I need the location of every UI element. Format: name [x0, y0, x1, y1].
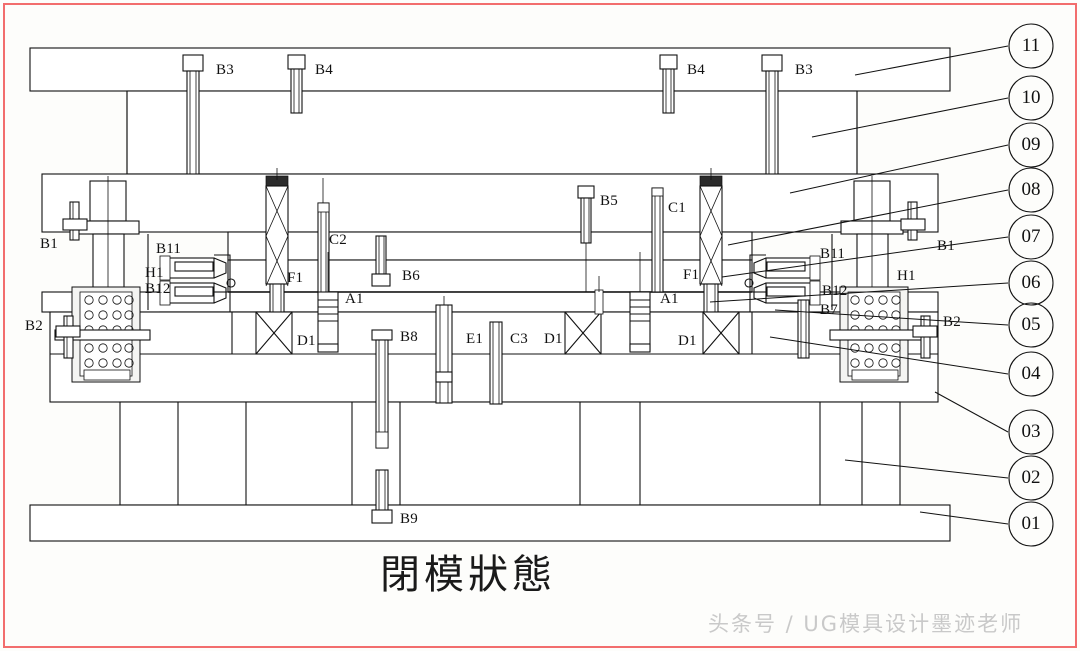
part-label-f1-13: F1 — [683, 267, 700, 283]
part-label-b5-4: B5 — [600, 193, 618, 209]
callout-balloon-10[interactable]: 10 — [1021, 87, 1041, 108]
cavity-plate — [41, 173, 939, 233]
part-label-h1-16: H1 — [897, 268, 916, 284]
callout-balloon-06[interactable]: 06 — [1021, 272, 1041, 293]
part-label-b2-22: B2 — [943, 314, 961, 330]
part-label-a1-20: A1 — [660, 291, 679, 307]
upper-backing-plate — [126, 90, 858, 175]
bolt-b9 — [371, 469, 393, 524]
callout-balloon-09[interactable]: 09 — [1021, 134, 1041, 155]
part-label-b11-7: B11 — [156, 241, 182, 257]
drawing-title: 閉模狀態 — [380, 552, 556, 598]
spacer-blocks — [119, 401, 901, 506]
bolt-b4-right — [659, 54, 678, 114]
part-label-b8-24: B8 — [400, 329, 418, 345]
callout-balloon-01[interactable]: 01 — [1021, 513, 1041, 534]
center-pin — [594, 276, 604, 315]
part-label-d1-28: D1 — [678, 333, 697, 349]
part-label-b2-21: B2 — [25, 318, 43, 334]
ejector-sleeve-a1-left — [317, 252, 339, 353]
callout-balloon-11[interactable]: 11 — [1021, 35, 1041, 56]
part-label-b11-14: B11 — [820, 246, 846, 262]
callout-balloon-07[interactable]: 07 — [1021, 226, 1041, 247]
part-label-d1-23: D1 — [297, 333, 316, 349]
bolt-b4-left — [287, 54, 306, 114]
part-label-b7-18: B7 — [820, 302, 838, 318]
part-label-d1-27: D1 — [544, 331, 563, 347]
guide-pin-c1 — [651, 187, 664, 293]
part-label-h1-9: H1 — [145, 265, 164, 281]
ejector-box-d1-1 — [255, 311, 293, 355]
part-label-b3-0: B3 — [216, 62, 234, 78]
ejector-box-d1-2 — [564, 311, 602, 355]
callout-balloon-02[interactable]: 02 — [1021, 467, 1041, 488]
bolt-b6 — [371, 235, 391, 287]
part-label-b12-10: B12 — [145, 281, 171, 297]
bolt-b8 — [371, 329, 393, 449]
ejector-sleeve-a1-right — [629, 252, 651, 353]
slide-assembly-left — [54, 176, 236, 383]
part-label-b1-6: B1 — [40, 236, 58, 252]
callout-balloon-05[interactable]: 05 — [1021, 314, 1041, 335]
part-label-f1-11: F1 — [287, 270, 304, 286]
part-label-c3-26: C3 — [510, 331, 528, 347]
part-label-a1-19: A1 — [345, 291, 364, 307]
bottom-clamping-plate — [29, 504, 951, 542]
part-label-b1-15: B1 — [937, 238, 955, 254]
sprue-bush-f1-left — [265, 168, 289, 313]
part-label-e1-25: E1 — [466, 331, 484, 347]
part-label-c1-5: C1 — [668, 200, 686, 216]
callout-leaders — [709, 23, 1054, 547]
ejector-box-d1-3 — [702, 311, 740, 355]
slide-assembly-right — [744, 176, 938, 383]
watermark-text: 头条号 / UG模具设计墨迹老师 — [708, 612, 1024, 636]
ejector-pin-e1 — [435, 296, 453, 404]
guide-c3 — [489, 321, 503, 405]
callout-balloon-03[interactable]: 03 — [1021, 421, 1041, 442]
part-label-b4-2: B4 — [687, 62, 705, 78]
bolt-b5 — [577, 185, 595, 292]
part-label-b3-3: B3 — [795, 62, 813, 78]
part-label-c2-8: C2 — [329, 232, 347, 248]
callout-balloon-08[interactable]: 08 — [1021, 179, 1041, 200]
part-label-b6-12: B6 — [402, 268, 420, 284]
sprue-bush-f1-right — [699, 168, 723, 313]
cavity-insert-band — [227, 231, 753, 293]
part-label-b9-29: B9 — [400, 511, 418, 527]
part-label-b12-17: B12 — [822, 283, 848, 299]
part-label-b4-1: B4 — [315, 62, 333, 78]
callout-balloon-04[interactable]: 04 — [1021, 363, 1041, 384]
